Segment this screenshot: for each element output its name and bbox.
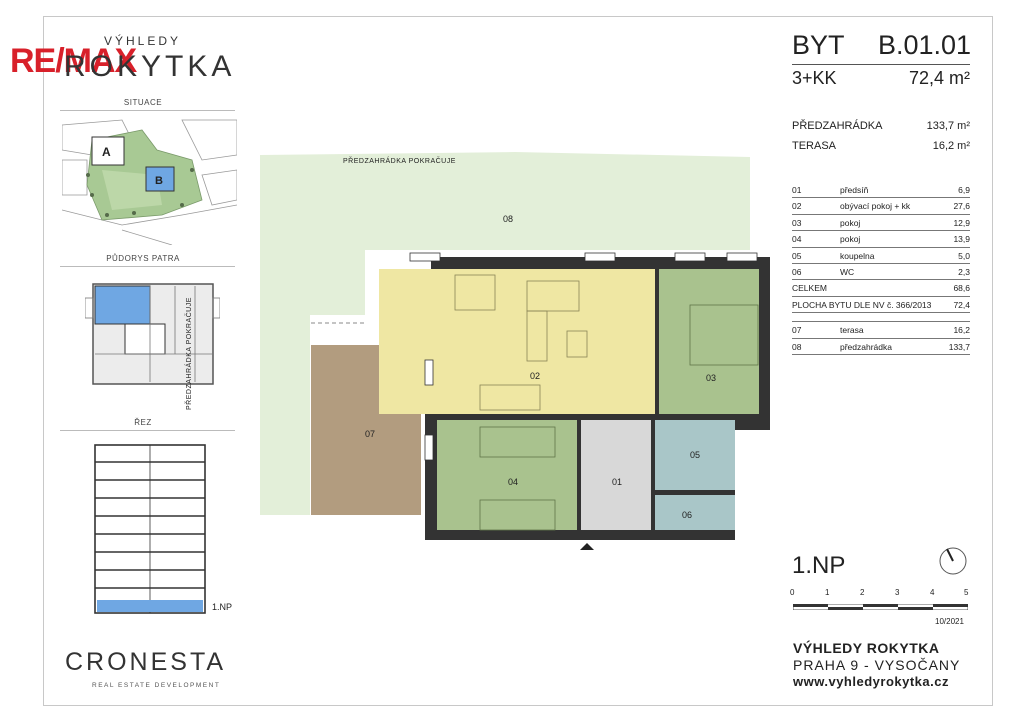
footer-name: VÝHLEDY ROKYTKA	[793, 640, 940, 656]
room-label-08: 08	[503, 214, 514, 224]
developer-sub: REAL ESTATE DEVELOPMENT	[92, 682, 221, 689]
room-label-04: 04	[508, 477, 519, 487]
footer-web: www.vyhledyrokytka.cz	[793, 674, 949, 689]
site-label-a: A	[102, 145, 111, 159]
situace-caption: SITUACE	[123, 98, 163, 107]
unit-area: 72,4 m²	[908, 68, 970, 88]
site-label-b: B	[155, 175, 163, 187]
room-label-03: 03	[706, 373, 717, 383]
extra-value-0: 133,7 m²	[926, 120, 970, 132]
scale-1: 1	[825, 588, 830, 597]
developer-logo: CRONESTA	[65, 648, 227, 676]
date: 10/2021	[935, 617, 964, 626]
extra-label-0: PŘEDZAHRÁDKA	[792, 120, 883, 132]
project-logo-top: VÝHLEDY	[104, 34, 182, 48]
scale-2: 2	[860, 588, 865, 597]
scale-5: 5	[964, 588, 969, 597]
pudorys-caption: PŮDORYS PATRA	[106, 254, 180, 263]
floor-label: 1.NP	[792, 552, 846, 579]
scale-bar	[792, 597, 969, 611]
room-label-01: 01	[612, 477, 623, 487]
remax-logo: RE/MAX	[10, 40, 170, 80]
unit-label: BYT	[792, 30, 845, 60]
section-drawing	[85, 440, 215, 615]
unit-layout: 3+KK	[792, 68, 837, 88]
svg-text:RE/MAX: RE/MAX	[10, 42, 138, 80]
page-frame	[43, 16, 993, 706]
room-label-07: 07	[365, 429, 376, 439]
site-plan	[61, 115, 238, 246]
garden-label-side: PŘEDZAHRÁDKA POKRAČUJE	[186, 297, 193, 410]
floor-plan	[255, 145, 775, 565]
room-label-06: 06	[682, 510, 693, 520]
north-arrow-icon	[938, 546, 968, 576]
extra-value-1: 16,2 m²	[932, 140, 970, 152]
section-floor-label: 1.NP	[212, 602, 233, 612]
garden-label-top: PŘEDZAHRÁDKA POKRAČUJE	[343, 158, 456, 165]
floor-overview	[84, 278, 221, 388]
scale-0: 0	[790, 588, 795, 597]
room-label-05: 05	[690, 450, 701, 460]
footer-location: PRAHA 9 - VYSOČANY	[793, 657, 961, 673]
unit-code: B.01.01	[878, 30, 972, 60]
project-logo-main: ROKYTKA	[64, 50, 236, 83]
room-label-02: 02	[530, 371, 541, 381]
scale-3: 3	[895, 588, 900, 597]
scale-4: 4	[930, 588, 935, 597]
rez-caption: ŘEZ	[134, 418, 152, 427]
extra-label-1: TERASA	[792, 140, 837, 152]
